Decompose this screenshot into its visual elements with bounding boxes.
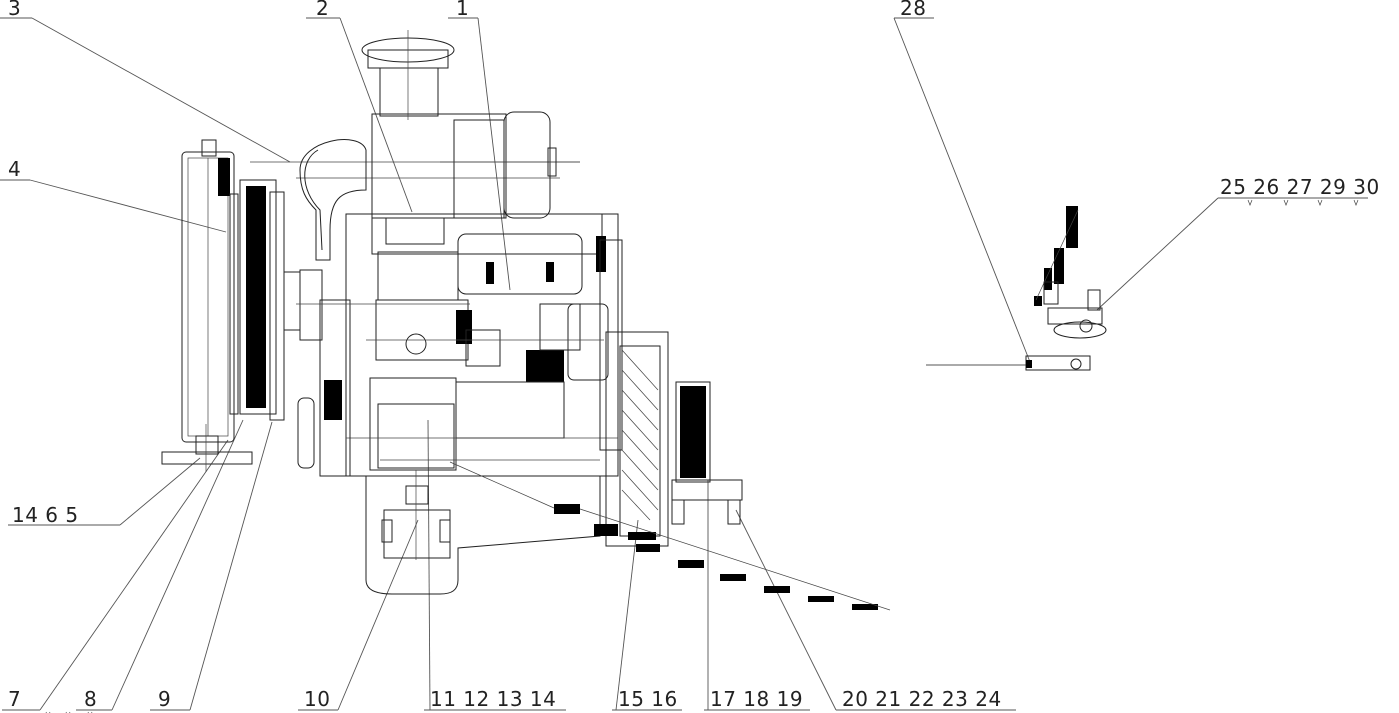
callout-ticks (45, 199, 1359, 713)
callout-3: 3 (8, 0, 21, 20)
callout-1: 1 (456, 0, 469, 20)
detail-view-28 (1025, 206, 1107, 371)
ring-gear (671, 381, 743, 525)
callout-7: 7 (8, 687, 21, 711)
callout-11-14: 11 12 13 14 (430, 687, 556, 711)
flywheel-housing (605, 331, 669, 552)
callout-17-19: 17 18 19 (710, 687, 803, 711)
callout-25-30: 25 26 27 29 30 (1220, 175, 1380, 199)
cooling-fan (239, 179, 323, 469)
radiator (161, 139, 253, 472)
callout-14-6-5: 14 6 5 (12, 503, 79, 527)
callout-4: 4 (8, 157, 21, 181)
leader-lines (0, 17, 1368, 711)
engine-block (296, 213, 623, 477)
callout-10: 10 (304, 687, 330, 711)
callout-9: 9 (158, 687, 171, 711)
callout-20-24: 20 21 22 23 24 (842, 687, 1002, 711)
air-cleaner (299, 30, 580, 261)
exploded-bolts (449, 461, 891, 611)
callout-2: 2 (316, 0, 329, 20)
callout-8: 8 (84, 687, 97, 711)
callout-28: 28 (900, 0, 926, 20)
callout-15-16: 15 16 (618, 687, 678, 711)
oil-pan (365, 470, 601, 595)
callout-labels: 3 2 1 28 4 25 26 27 29 30 14 6 5 7 8 9 1… (8, 0, 1380, 711)
